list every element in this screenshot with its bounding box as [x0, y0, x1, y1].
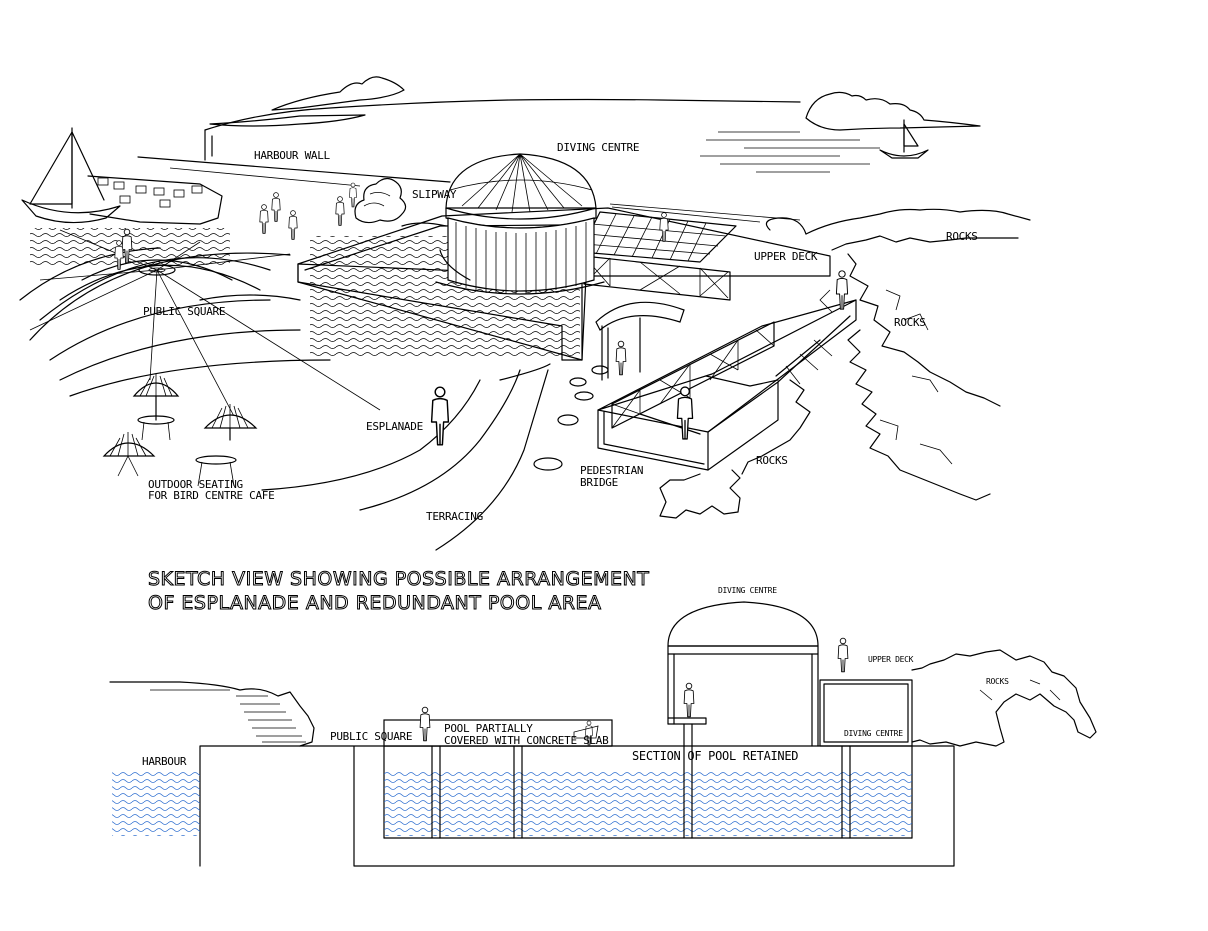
- label-section-retained: SECTION OF POOL RETAINED: [632, 749, 798, 763]
- section-labels: DIVING CENTRE UPPER DECK ROCKS DIVING CE…: [142, 586, 1009, 768]
- section-rocks: [911, 649, 1097, 747]
- label-outdoor-seating: OUTDOOR SEATING: [148, 478, 243, 491]
- sketch-view: HARBOUR WALL DIVING CENTRE SLIPWAY ROCKS…: [19, 76, 1031, 551]
- section-headland: [109, 681, 315, 747]
- headland-outline: [271, 76, 405, 111]
- harbour-water: [112, 770, 200, 836]
- entrance-arch: [595, 301, 685, 381]
- section-diving-centre: [667, 601, 819, 747]
- label-rocks-1: ROCKS: [946, 230, 978, 243]
- sailboat-left: [21, 127, 121, 224]
- sailboat-right: [879, 119, 929, 159]
- outdoor-seating: [102, 374, 258, 487]
- section-upper-deck: [819, 679, 913, 747]
- label-section-upper-deck: UPPER DECK: [868, 655, 914, 664]
- label-pedestrian: PEDESTRIAN: [580, 464, 643, 477]
- label-pool-partially: POOL PARTIALLY: [444, 722, 533, 735]
- label-rocks-3: ROCKS: [756, 454, 788, 467]
- label-upper-deck: UPPER DECK: [754, 250, 818, 263]
- label-public-square: PUBLIC SQUARE: [143, 305, 225, 318]
- harbour-wall-block: [87, 175, 223, 225]
- label-diving-centre: DIVING CENTRE: [557, 141, 639, 154]
- pool-water: [384, 770, 912, 836]
- label-esplanade: ESPLANADE: [366, 420, 423, 433]
- rocks-right: [659, 208, 1031, 519]
- label-harbour-wall: HARBOUR WALL: [254, 149, 331, 162]
- pedestrian-bridge: [597, 299, 857, 471]
- label-section-rocks: ROCKS: [986, 677, 1009, 686]
- title-line-2: OF ESPLANADE AND REDUNDANT POOL AREA: [148, 592, 602, 614]
- label-harbour: HARBOUR: [142, 755, 187, 768]
- label-section-diving-centre-inner: DIVING CENTRE: [844, 729, 903, 738]
- sketch-labels: HARBOUR WALL DIVING CENTRE SLIPWAY ROCKS…: [143, 141, 978, 523]
- title-line-1: SKETCH VIEW SHOWING POSSIBLE ARRANGEMENT: [148, 568, 649, 590]
- label-bird-centre-cafe: FOR BIRD CENTRE CAFE: [148, 489, 274, 502]
- right-headland: [805, 91, 981, 131]
- label-bridge: BRIDGE: [580, 476, 618, 489]
- diving-centre-dome: [435, 153, 605, 295]
- drawing-title: SKETCH VIEW SHOWING POSSIBLE ARRANGEMENT…: [148, 568, 650, 615]
- label-slipway: SLIPWAY: [412, 188, 457, 201]
- label-rocks-2: ROCKS: [894, 316, 926, 329]
- label-section-public-square: PUBLIC SQUARE: [330, 730, 412, 743]
- bush: [354, 177, 407, 224]
- label-section-diving-centre: DIVING CENTRE: [718, 586, 777, 595]
- public-square-pattern: [19, 229, 381, 421]
- columns: [431, 723, 851, 839]
- label-covered-with-slab: COVERED WITH CONCRETE SLAB: [444, 734, 609, 747]
- label-terracing: TERRACING: [426, 510, 483, 523]
- section-view: DIVING CENTRE UPPER DECK ROCKS DIVING CE…: [109, 586, 1097, 867]
